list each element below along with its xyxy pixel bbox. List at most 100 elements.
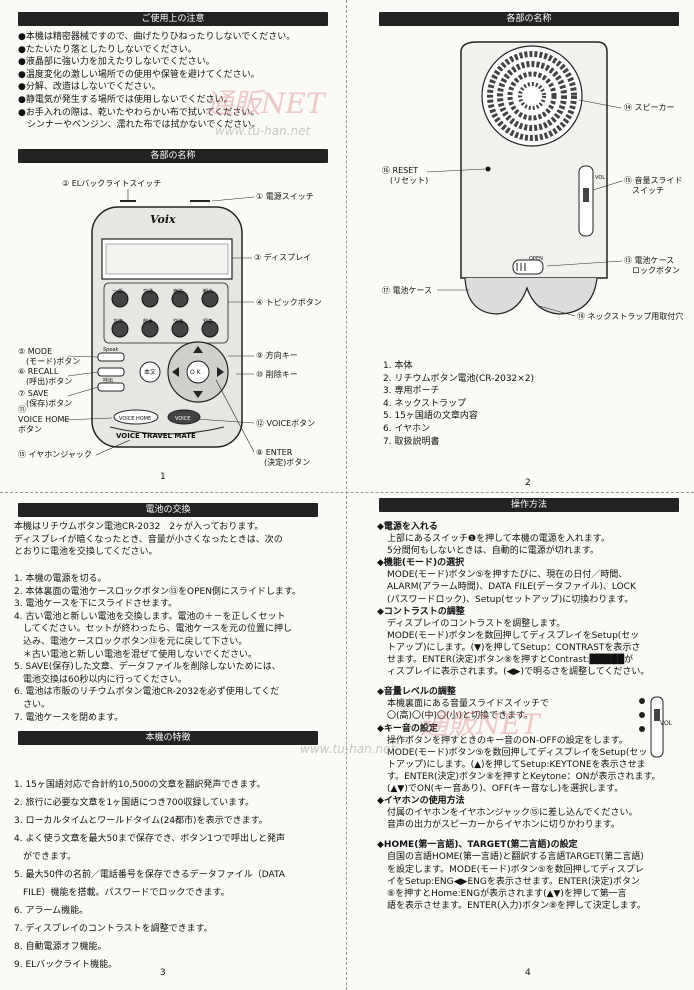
center-ok-label: O K [190,369,201,376]
op-line: ALARM(アラーム時間)、DATA FILE(データファイル)、LOCK [387,582,636,593]
op-line: 〇(高)〇(中)〇(小)と切換できます。 [387,711,534,722]
feature-item: 3. ローカルタイムとワールドタイム(24都市)を表示できます。 [14,816,268,826]
topic-label: 交流 [173,319,184,325]
op-section-title: ◆機能(モード)の選択 [377,558,465,569]
section-header-usage: ご使用上の注意 [18,12,328,26]
content-item: 5. 15ヶ国語の文章内容 [383,411,478,422]
label-battery-lock: ⑬ 電池ケース ロックボタン [624,256,680,275]
page-number: 2 [525,478,531,488]
content-item: 2. リチウムボタン電池(CR-2032×2) [383,373,535,384]
battery-steps: 1. 本機の電源を切る。 2. 本体裏面の電池ケースロックボタン⑬をOPEN側に… [14,573,301,724]
op-line: 語を表示させます。ENTER(入力)ボタン⑧を押して決定します。 [387,900,646,911]
leader-lines [63,189,255,456]
vertical-fold-line [346,0,348,990]
label-voice-home: ⑪ VOICE HOME ボタン [18,405,70,434]
device-model-label: VOICE TRAVEL MATE [116,432,196,440]
op-section-title: ◆キー音の設定 [377,723,438,734]
step: 1. 本機の電源を切る。 [14,574,107,584]
op-line: MODE(モード)ボタン⑤を数回押してディスプレイをSetup(セッ [387,747,648,758]
op-line: ィスプレイに表示されます。(◀▶)で明るさを調整してください。 [387,667,650,678]
step: 5. SAVE(保存)した文章、データファイルを削除しないためには、 [14,662,281,673]
device-back-diagram [460,41,608,315]
step: さい。 [14,699,51,710]
watermark-url: www.tu-han.net [300,742,396,756]
op-line: 音声の出力がスピーカーからイヤホンに切りかわります。 [387,820,620,831]
caution-item: ●液晶部に強い力を加えたりしないでください。 [18,57,215,68]
feature-item: ができます。 [14,852,77,862]
label-recall: ⑥ RECALL (呼出)ボタン [18,367,73,386]
op-line: トアップ)にします。(▼)を押してSetup：CONTRASTを表示さ [387,642,641,653]
caution-item: ●温度変化の激しい場所での使用や保管を避けてください。 [18,69,260,80]
label-power: ① 電源スイッチ [256,192,314,201]
caution-item: シンナーやベンジン、濡れた布では拭かないでください。 [18,120,261,131]
content-item: 1. 本体 [383,361,413,371]
step: 7. 電池ケースを閉めます。 [14,712,124,723]
topic-buttons [111,290,219,338]
label-mode: ⑤ MODE (モード)ボタン [18,347,81,366]
op-line: 上部にあるスイッチ❶を押して本機の電源を入れます。 [387,534,610,545]
watermark-url: www.tu-han.net [215,124,311,138]
section-header-parts: 各部の名称 [18,149,328,163]
section-header-features: 本機の特徴 [18,731,318,745]
page-1: ご使用上の注意 ●本機は精密器械ですので、曲げたりひねったりしないでください。 … [0,0,346,492]
op-section-title: ◆イヤホンの使用方法 [377,796,465,807]
label-display: ③ ディスプレイ [254,253,312,262]
vol-mark-small: VOL [660,720,673,727]
device-front-diagram [91,200,243,448]
intro-line: とおりに電池を交換してください。 [14,547,158,558]
caution-item: ●本機は精密器械ですので、曲げたりひねったりしないでください。 [18,32,296,42]
battery-intro: 本機はリチウムボタン電池CR-2032 2ヶが入っております。 ディスプレイが暗… [14,521,283,559]
step: 4. 古い電池と新しい電池を交換します。電池の＋－を正しくセット [14,611,286,622]
feature-item: 4. よく使う文章を最大50まで保存でき、ボタン1つで呼出しと発声 [14,834,285,844]
label-strap-hole: ⑱ ネックストラップ用取付穴 [577,312,684,321]
step: 3. 電池ケースを下にスライドさせます。 [14,599,178,610]
page-2: 各部の名称 VOL OPEN ⑭ スピーカー ⑯ RESET (リセット) ⑮ … [347,0,694,492]
leader-lines-back [426,99,623,317]
content-item: 4. ネックストラップ [383,398,467,409]
operation-sections: ◆電源を入れる 上部にあるスイッチ❶を押して本機の電源を入れます。 5分間何もし… [377,521,661,912]
op-section-title: ◆音量レベルの調整 [377,687,456,698]
label-volume: ⑮ 音量スライド スイッチ [624,176,683,195]
section-header-parts-back: 各部の名称 [379,12,679,26]
caution-list: ●本機は精密器械ですので、曲げたりひねったりしないでください。 ●たたいたり落と… [18,31,295,132]
caution-item: ●お手入れの際は、乾いたやわらかい布で拭いてください。 [18,107,260,118]
content-item: 3. 専用ポーチ [383,386,440,397]
label-topic: ④ トピックボタン [256,298,322,307]
horizontal-fold-line [0,492,694,494]
op-line: す。ENTER(決定)ボタン⑧を押すとKeytone：ONが表示されます。 [387,771,661,782]
open-mark: OPEN [529,256,543,262]
feature-item: 1. 15ヶ国語対応で合計約10,500の文章を翻訳発声できます。 [14,780,266,790]
left-round-button-label: 本文 [144,369,157,376]
voice-home-button-label: VOICE HOME [119,416,152,422]
feature-item: 9. ELバックライト機能。 [14,960,118,970]
topic-label: 方術 [113,319,124,325]
op-line: ⑧を押すとHome:ENGが表示されます(▲▼)を押して第一言 [387,888,627,899]
page-4: 操作方法 ◆電源を入れる 上部にあるスイッチ❶を押して本機の電源を入れます。 5… [347,493,694,990]
page-number: 4 [525,968,531,978]
page-3: 電池の交換 本機はリチウムボタン電池CR-2032 2ヶが入っております。 ディ… [0,493,346,990]
page-number: 3 [160,968,166,978]
op-line: を設定します。MODE(モード)ボタン⑤を数回押してディスプレ [387,864,644,875]
op-section-title: ◆HOME(第一言語)、TARGET(第二言語)の設定 [377,840,578,851]
step: 6. 電池は市販のリチウムボタン電池CR-2032を必ず使用してくだ [14,687,280,698]
op-line: (▲▼)でON(キー音あり)、OFF(キー音なし)を選択します。 [387,783,624,794]
feature-item: 2. 旅行に必要な文章を1ヶ国語につき700収録しています。 [14,798,255,808]
section-header-operation: 操作方法 [379,498,679,512]
caution-item: ●静電気が発生する場所では使用しないでください。 [18,94,233,105]
op-line: 本機裏面にある音量スライドスイッチで [387,699,550,710]
speaker-grille [481,45,583,147]
op-line: (パスワードロック)、Setup(セットアップ)に切換わります。 [387,594,634,605]
op-line: MODE(モード)ボタンを数回押してディスプレイをSetup(セッ [387,630,640,641]
op-line: 自国の言語HOME(第一言語)と翻訳する言語TARGET(第二言語) [387,852,644,863]
topic-label: 緊急 [203,319,214,325]
topic-label: 一般 [113,289,124,295]
volume-slider-diagram [639,696,664,758]
watermark: 通販NET [420,708,540,741]
side-button-label: Speak [103,347,119,353]
label-battery-case: ⑰ 電池ケース [382,286,433,295]
feature-item: FILE）機能を搭載。パスワードでロックできます。 [14,888,230,898]
feature-item: 7. ディスプレイのコントラストを調整できます。 [14,924,213,934]
op-line: せます。ENTER(決定)ボタン⑧を押すとContrast:█████が [387,655,634,666]
op-line: ディスプレイのコントラストを調整します。 [387,618,566,629]
step: 2. 本体裏面の電池ケースロックボタン⑬をOPEN側にスライドします。 [14,586,302,597]
